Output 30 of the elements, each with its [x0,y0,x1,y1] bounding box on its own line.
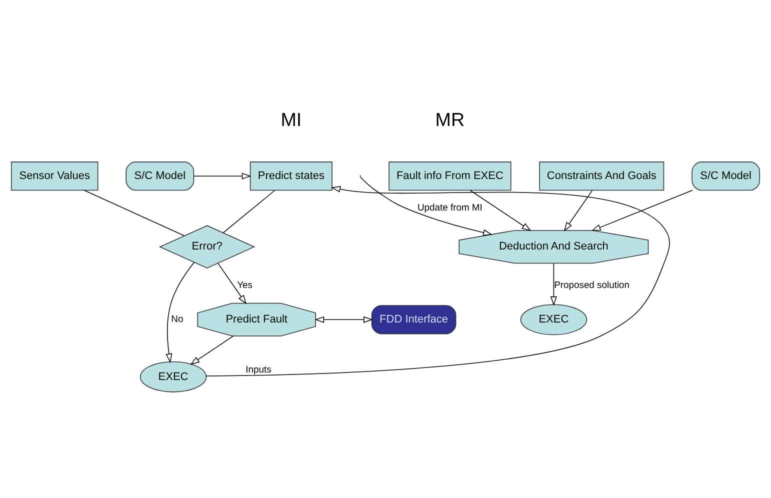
edge-label: Inputs [246,363,272,374]
node-box: Constraints And Goals [539,162,664,191]
edge-label: Update from MI [417,201,482,212]
connector [84,190,185,236]
node-ellipse: EXEC [520,304,588,336]
edge-label: Proposed solution [554,279,630,290]
arrow [218,263,246,304]
arrow [360,176,493,236]
edge-label: No [171,313,184,324]
node-box: Fault info From EXEC [388,162,512,191]
node-box: Predict states [250,162,332,191]
node-box: FDD Interface [371,305,456,334]
arrow [314,316,373,323]
node-box: S/C Model [692,162,760,191]
edge-label: Yes [237,279,252,290]
arrow [190,336,234,365]
node-box: S/C Model [126,162,194,191]
node-diamond: Error? [158,225,256,268]
arrow [591,190,693,231]
arrow [564,190,593,232]
node-ellipse: EXEC [140,361,207,392]
arrow [550,262,557,306]
arrow [166,262,195,363]
connector [222,190,276,234]
arrow [470,190,532,232]
arrow [206,186,670,376]
node-box: Sensor Values [10,162,98,191]
label: MI [280,108,302,130]
label: MR [435,108,465,130]
arrow [193,172,252,180]
